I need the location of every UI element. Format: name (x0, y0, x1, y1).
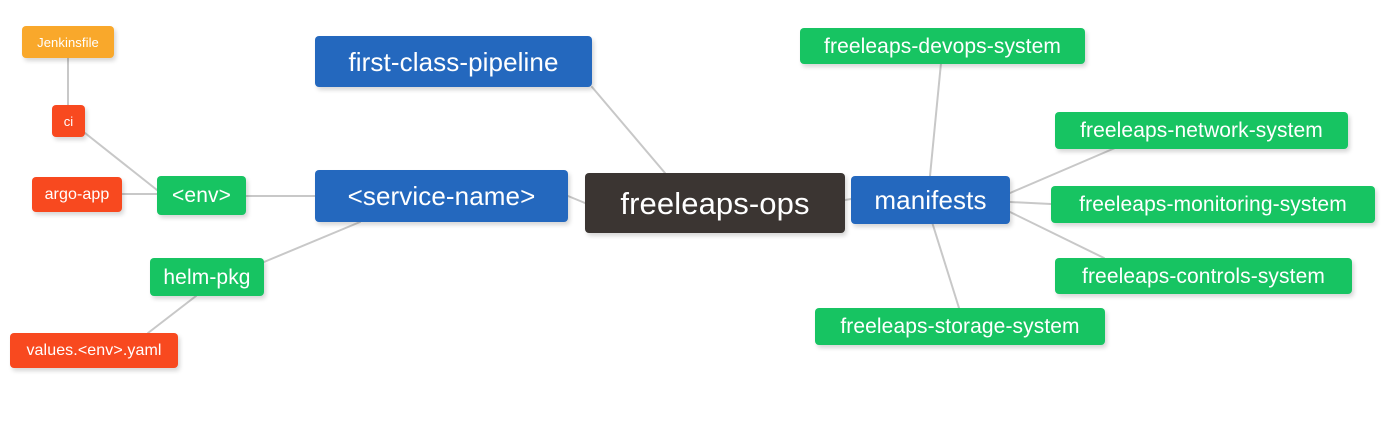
edge-manifests-monitoring-system (1009, 201, 1052, 205)
node-label: freeleaps-ops (620, 185, 810, 221)
node-label: freeleaps-monitoring-system (1079, 193, 1347, 216)
node-label: freeleaps-devops-system (824, 34, 1061, 58)
node-helm-pkg[interactable]: helm-pkg (150, 258, 264, 296)
node-label: <env> (172, 184, 231, 207)
edge-root-first-class-pipeline (591, 86, 666, 174)
node-manifests[interactable]: manifests (851, 176, 1010, 224)
node-label: argo-app (44, 185, 110, 203)
node-freeleaps-network-system[interactable]: freeleaps-network-system (1055, 112, 1348, 149)
node-first-class-pipeline[interactable]: first-class-pipeline (315, 36, 592, 87)
edge-manifests-storage-system (931, 221, 960, 309)
edge-root-service-name (567, 195, 586, 204)
node-label: ci (63, 113, 74, 129)
node-label: helm-pkg (163, 265, 251, 289)
node-label: freeleaps-controls-system (1082, 264, 1325, 288)
edge-helm-pkg-values-yaml (147, 295, 197, 334)
node-label: first-class-pipeline (348, 46, 559, 77)
node-label: freeleaps-network-system (1080, 119, 1323, 142)
node-values-yaml[interactable]: values.<env>.yaml (10, 333, 178, 368)
node-argo-app[interactable]: argo-app (32, 177, 122, 212)
node-freeleaps-storage-system[interactable]: freeleaps-storage-system (815, 308, 1105, 345)
node-label: manifests (874, 185, 987, 215)
node-root-freeleaps-ops[interactable]: freeleaps-ops (585, 173, 845, 233)
node-label: Jenkinsfile (37, 34, 99, 50)
edge-manifests-devops-system (929, 62, 942, 177)
node-label: values.<env>.yaml (26, 341, 162, 359)
node-jenkinsfile[interactable]: Jenkinsfile (22, 26, 114, 58)
node-ci[interactable]: ci (52, 105, 85, 137)
node-label: freeleaps-storage-system (840, 315, 1080, 338)
node-freeleaps-controls-system[interactable]: freeleaps-controls-system (1055, 258, 1352, 294)
node-freeleaps-devops-system[interactable]: freeleaps-devops-system (800, 28, 1085, 64)
node-env[interactable]: <env> (157, 176, 246, 215)
node-service-name[interactable]: <service-name> (315, 170, 568, 222)
node-freeleaps-monitoring-system[interactable]: freeleaps-monitoring-system (1051, 186, 1375, 223)
edge-service-name-helm-pkg (263, 221, 361, 263)
node-label: <service-name> (347, 181, 536, 211)
